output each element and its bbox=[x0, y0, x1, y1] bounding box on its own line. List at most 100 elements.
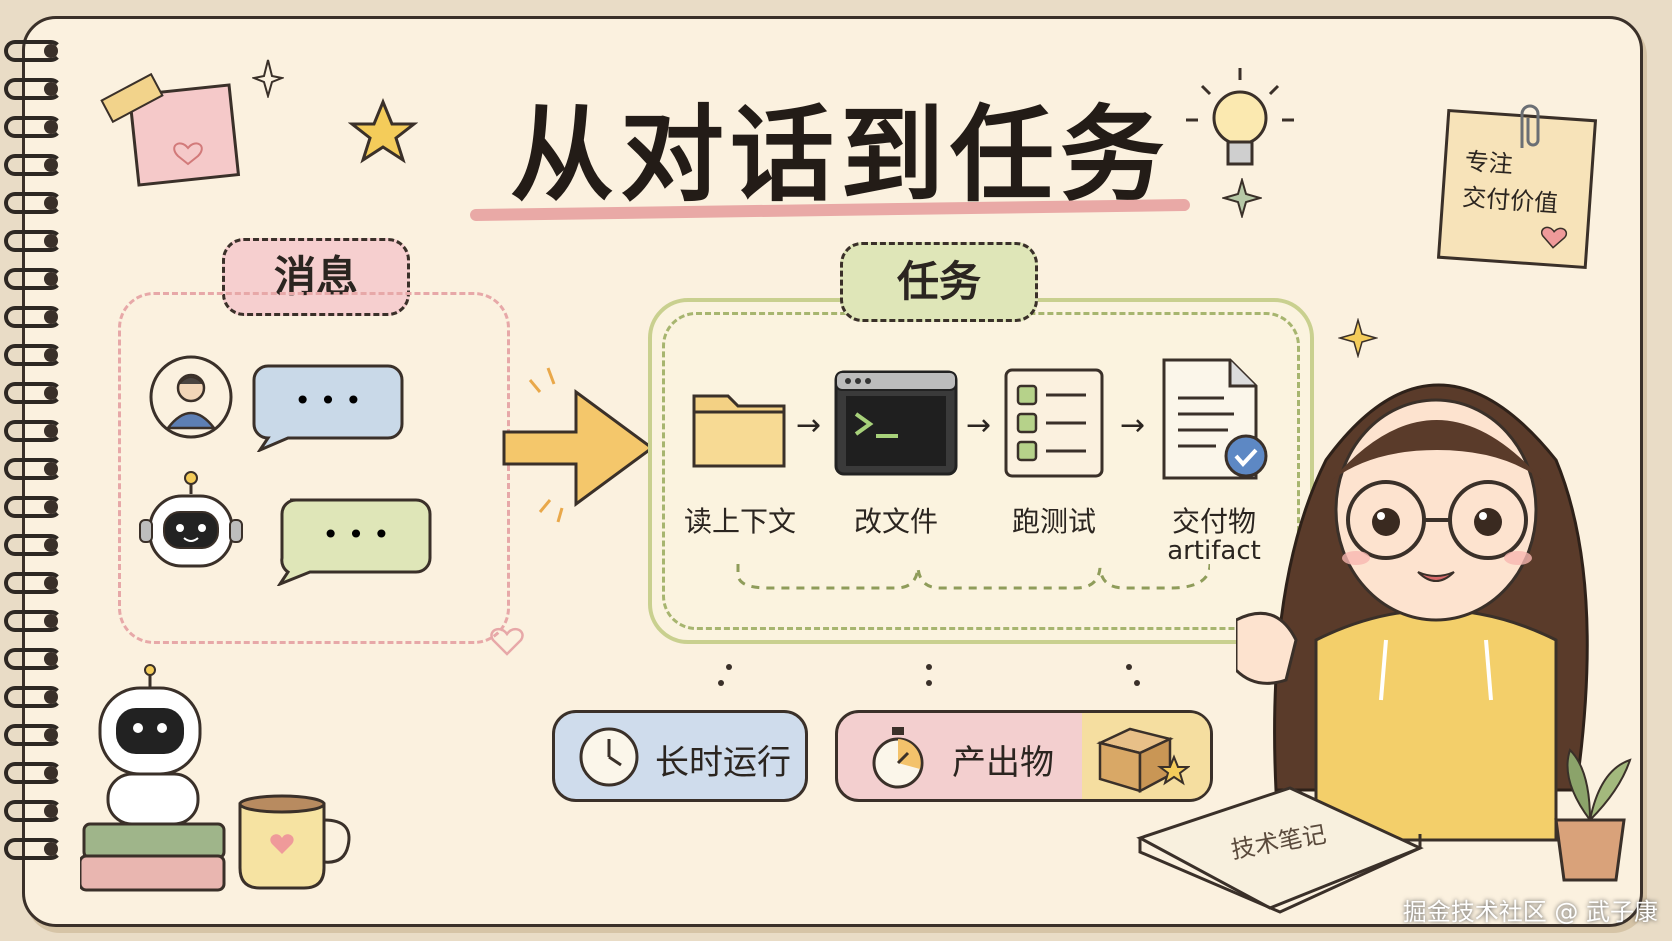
heart-outline-icon bbox=[490, 627, 524, 656]
spiral-ring bbox=[4, 344, 62, 366]
heart-icon bbox=[1541, 226, 1568, 249]
message-box bbox=[118, 292, 510, 644]
coffee-mug-icon bbox=[238, 794, 351, 890]
star-icon bbox=[348, 98, 418, 164]
connector-dot bbox=[718, 680, 724, 686]
spiral-ring bbox=[4, 192, 62, 214]
document-check-icon bbox=[1162, 358, 1268, 480]
spiral-hole bbox=[44, 348, 58, 362]
spiral-ring bbox=[4, 648, 62, 670]
bot-bubble: • • • bbox=[276, 498, 432, 586]
spiral-ring bbox=[4, 154, 62, 176]
girl-character-illustration bbox=[1236, 383, 1589, 842]
spiral-ring bbox=[4, 686, 62, 708]
step-label-edit-files: 改文件 bbox=[853, 505, 938, 538]
spiral-ring bbox=[4, 610, 62, 632]
sticky-note-line1: 专注 bbox=[1463, 147, 1514, 179]
sparkle-yellow-icon bbox=[1338, 318, 1378, 358]
spiral-ring bbox=[4, 496, 62, 518]
spiral-hole bbox=[44, 842, 58, 856]
spiral-hole bbox=[44, 386, 58, 400]
spiral-hole bbox=[44, 462, 58, 476]
spiral-hole bbox=[44, 310, 58, 324]
spiral-hole bbox=[44, 804, 58, 818]
terminal-icon bbox=[834, 370, 958, 476]
spiral-ring bbox=[4, 306, 62, 328]
connector-dot bbox=[726, 664, 732, 670]
notebook-illustration: 技术笔记 bbox=[1136, 786, 1424, 914]
pink-note-icon bbox=[100, 72, 241, 187]
step-sublabel-artifact: artifact bbox=[1167, 536, 1261, 566]
connector-dot bbox=[1134, 680, 1140, 686]
sticky-note-line2: 交付价值 bbox=[1461, 183, 1560, 218]
user-bubble-text: • • • bbox=[294, 384, 361, 417]
lightbulb-icon bbox=[1186, 68, 1294, 166]
spiral-ring bbox=[4, 762, 62, 784]
spiral-ring bbox=[4, 534, 62, 556]
spiral-hole bbox=[44, 538, 58, 552]
spiral-ring bbox=[4, 78, 62, 100]
spiral-hole bbox=[44, 158, 58, 172]
bot-bubble-text: • • • bbox=[322, 518, 389, 551]
spiral-hole bbox=[44, 120, 58, 134]
paperclip-icon bbox=[1520, 104, 1540, 148]
spiral-hole bbox=[44, 614, 58, 628]
checklist-icon bbox=[1004, 368, 1104, 478]
sparkle-icon bbox=[252, 59, 284, 98]
plant-icon bbox=[1554, 748, 1632, 882]
connector-dot bbox=[1126, 664, 1132, 670]
watermark: 掘金技术社区 @ 武子康 bbox=[1402, 898, 1658, 926]
message-pill: 消息 bbox=[222, 238, 410, 316]
spiral-hole bbox=[44, 766, 58, 780]
robot-icon bbox=[139, 471, 243, 568]
spiral-hole bbox=[44, 500, 58, 514]
spiral-hole bbox=[44, 272, 58, 286]
spiral-binding bbox=[0, 40, 70, 900]
spiral-hole bbox=[44, 652, 58, 666]
spiral-hole bbox=[44, 234, 58, 248]
spiral-hole bbox=[44, 424, 58, 438]
spiral-ring bbox=[4, 458, 62, 480]
user-bubble: • • • bbox=[252, 364, 404, 452]
step-arrow-2: → bbox=[966, 408, 992, 443]
spiral-ring bbox=[4, 838, 62, 860]
spiral-hole bbox=[44, 728, 58, 742]
spiral-hole bbox=[44, 196, 58, 210]
folder-icon bbox=[692, 394, 786, 468]
spiral-hole bbox=[44, 82, 58, 96]
spiral-hole bbox=[44, 690, 58, 704]
step-label-read-context: 读上下文 bbox=[683, 505, 796, 538]
small-robot-illustration bbox=[80, 664, 226, 892]
long-running-pill: 长时运行 bbox=[552, 710, 808, 802]
step-brace bbox=[736, 563, 1210, 590]
spiral-ring bbox=[4, 382, 62, 404]
sparkle-green-icon bbox=[1222, 178, 1262, 218]
outputs-label: 产出物 bbox=[952, 743, 1054, 783]
spiral-ring bbox=[4, 420, 62, 442]
connector-dot bbox=[926, 664, 932, 670]
spiral-ring bbox=[4, 40, 62, 62]
spiral-ring bbox=[4, 116, 62, 138]
spiral-ring bbox=[4, 572, 62, 594]
step-arrow-3: → bbox=[1120, 408, 1146, 443]
page-title: 从对话到任务 bbox=[509, 94, 1170, 216]
package-box-icon bbox=[1096, 727, 1190, 793]
spiral-hole bbox=[44, 576, 58, 590]
step-arrow-1: → bbox=[796, 408, 822, 443]
step-label-deliverable: 交付物 bbox=[1171, 505, 1256, 538]
connector-dot bbox=[926, 680, 932, 686]
spiral-hole bbox=[44, 44, 58, 58]
spiral-ring bbox=[4, 230, 62, 252]
clock-icon bbox=[579, 727, 639, 787]
stopwatch-icon bbox=[872, 727, 924, 789]
user-avatar-icon bbox=[149, 355, 233, 439]
sticky-note: 专注 交付价值 bbox=[1436, 108, 1598, 270]
outputs-pill: 产出物 bbox=[835, 710, 1213, 802]
big-arrow-icon bbox=[502, 367, 655, 523]
step-label-run-tests: 跑测试 bbox=[1011, 505, 1096, 538]
spiral-ring bbox=[4, 800, 62, 822]
task-pill: 任务 bbox=[840, 242, 1038, 322]
spiral-ring bbox=[4, 724, 62, 746]
spiral-ring bbox=[4, 268, 62, 290]
long-running-label: 长时运行 bbox=[655, 743, 791, 783]
